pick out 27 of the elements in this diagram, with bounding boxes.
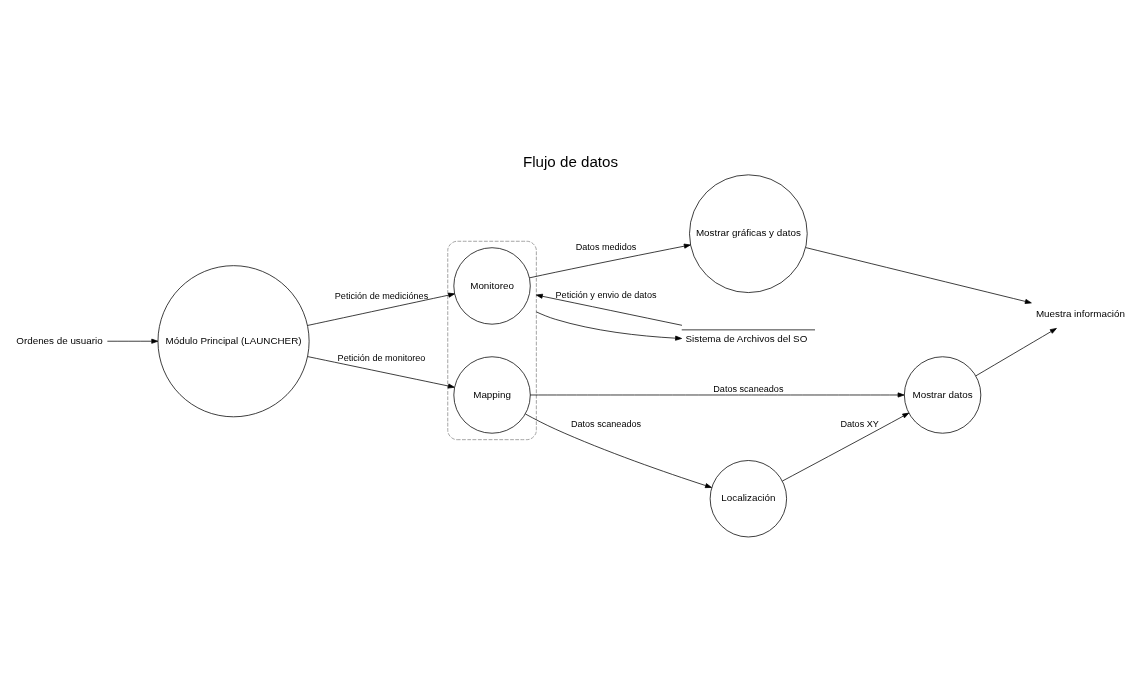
node-circle: Mapping xyxy=(453,356,531,434)
edge-label: Petición y envio de datos xyxy=(555,289,657,300)
arrow xyxy=(529,392,905,398)
arrow xyxy=(525,413,712,488)
arrow xyxy=(529,243,691,279)
arrow xyxy=(107,338,159,344)
edge-label: Petición de monitoreo xyxy=(337,353,426,364)
arrow xyxy=(535,311,682,341)
arrow xyxy=(307,292,455,326)
arrow xyxy=(975,328,1057,377)
edge-label: Datos XY xyxy=(840,418,879,429)
node-circle: Monitoreo xyxy=(453,247,531,325)
arrow xyxy=(805,247,1032,304)
node-text: Ordenes de usuario xyxy=(16,334,103,346)
edge-label: Datos scaneados xyxy=(713,384,784,395)
node-circle: Módulo Principal (LAUNCHER) xyxy=(157,265,310,418)
arrow xyxy=(535,293,683,326)
edge-label: Petición de mediciónes xyxy=(334,290,429,301)
arrow xyxy=(307,356,455,389)
diagram-title: Flujo de datos xyxy=(522,153,619,171)
arrow xyxy=(781,412,910,482)
edge-label: Datos medidos xyxy=(575,242,637,253)
node-circle: Mostrar gráficas y datos xyxy=(689,174,808,293)
node-text: Muestra información xyxy=(1035,308,1125,320)
node-text: Sistema de Archivos del SO xyxy=(685,332,808,344)
node-circle: Localización xyxy=(709,460,787,538)
edge-label: Datos scaneados xyxy=(570,418,642,429)
